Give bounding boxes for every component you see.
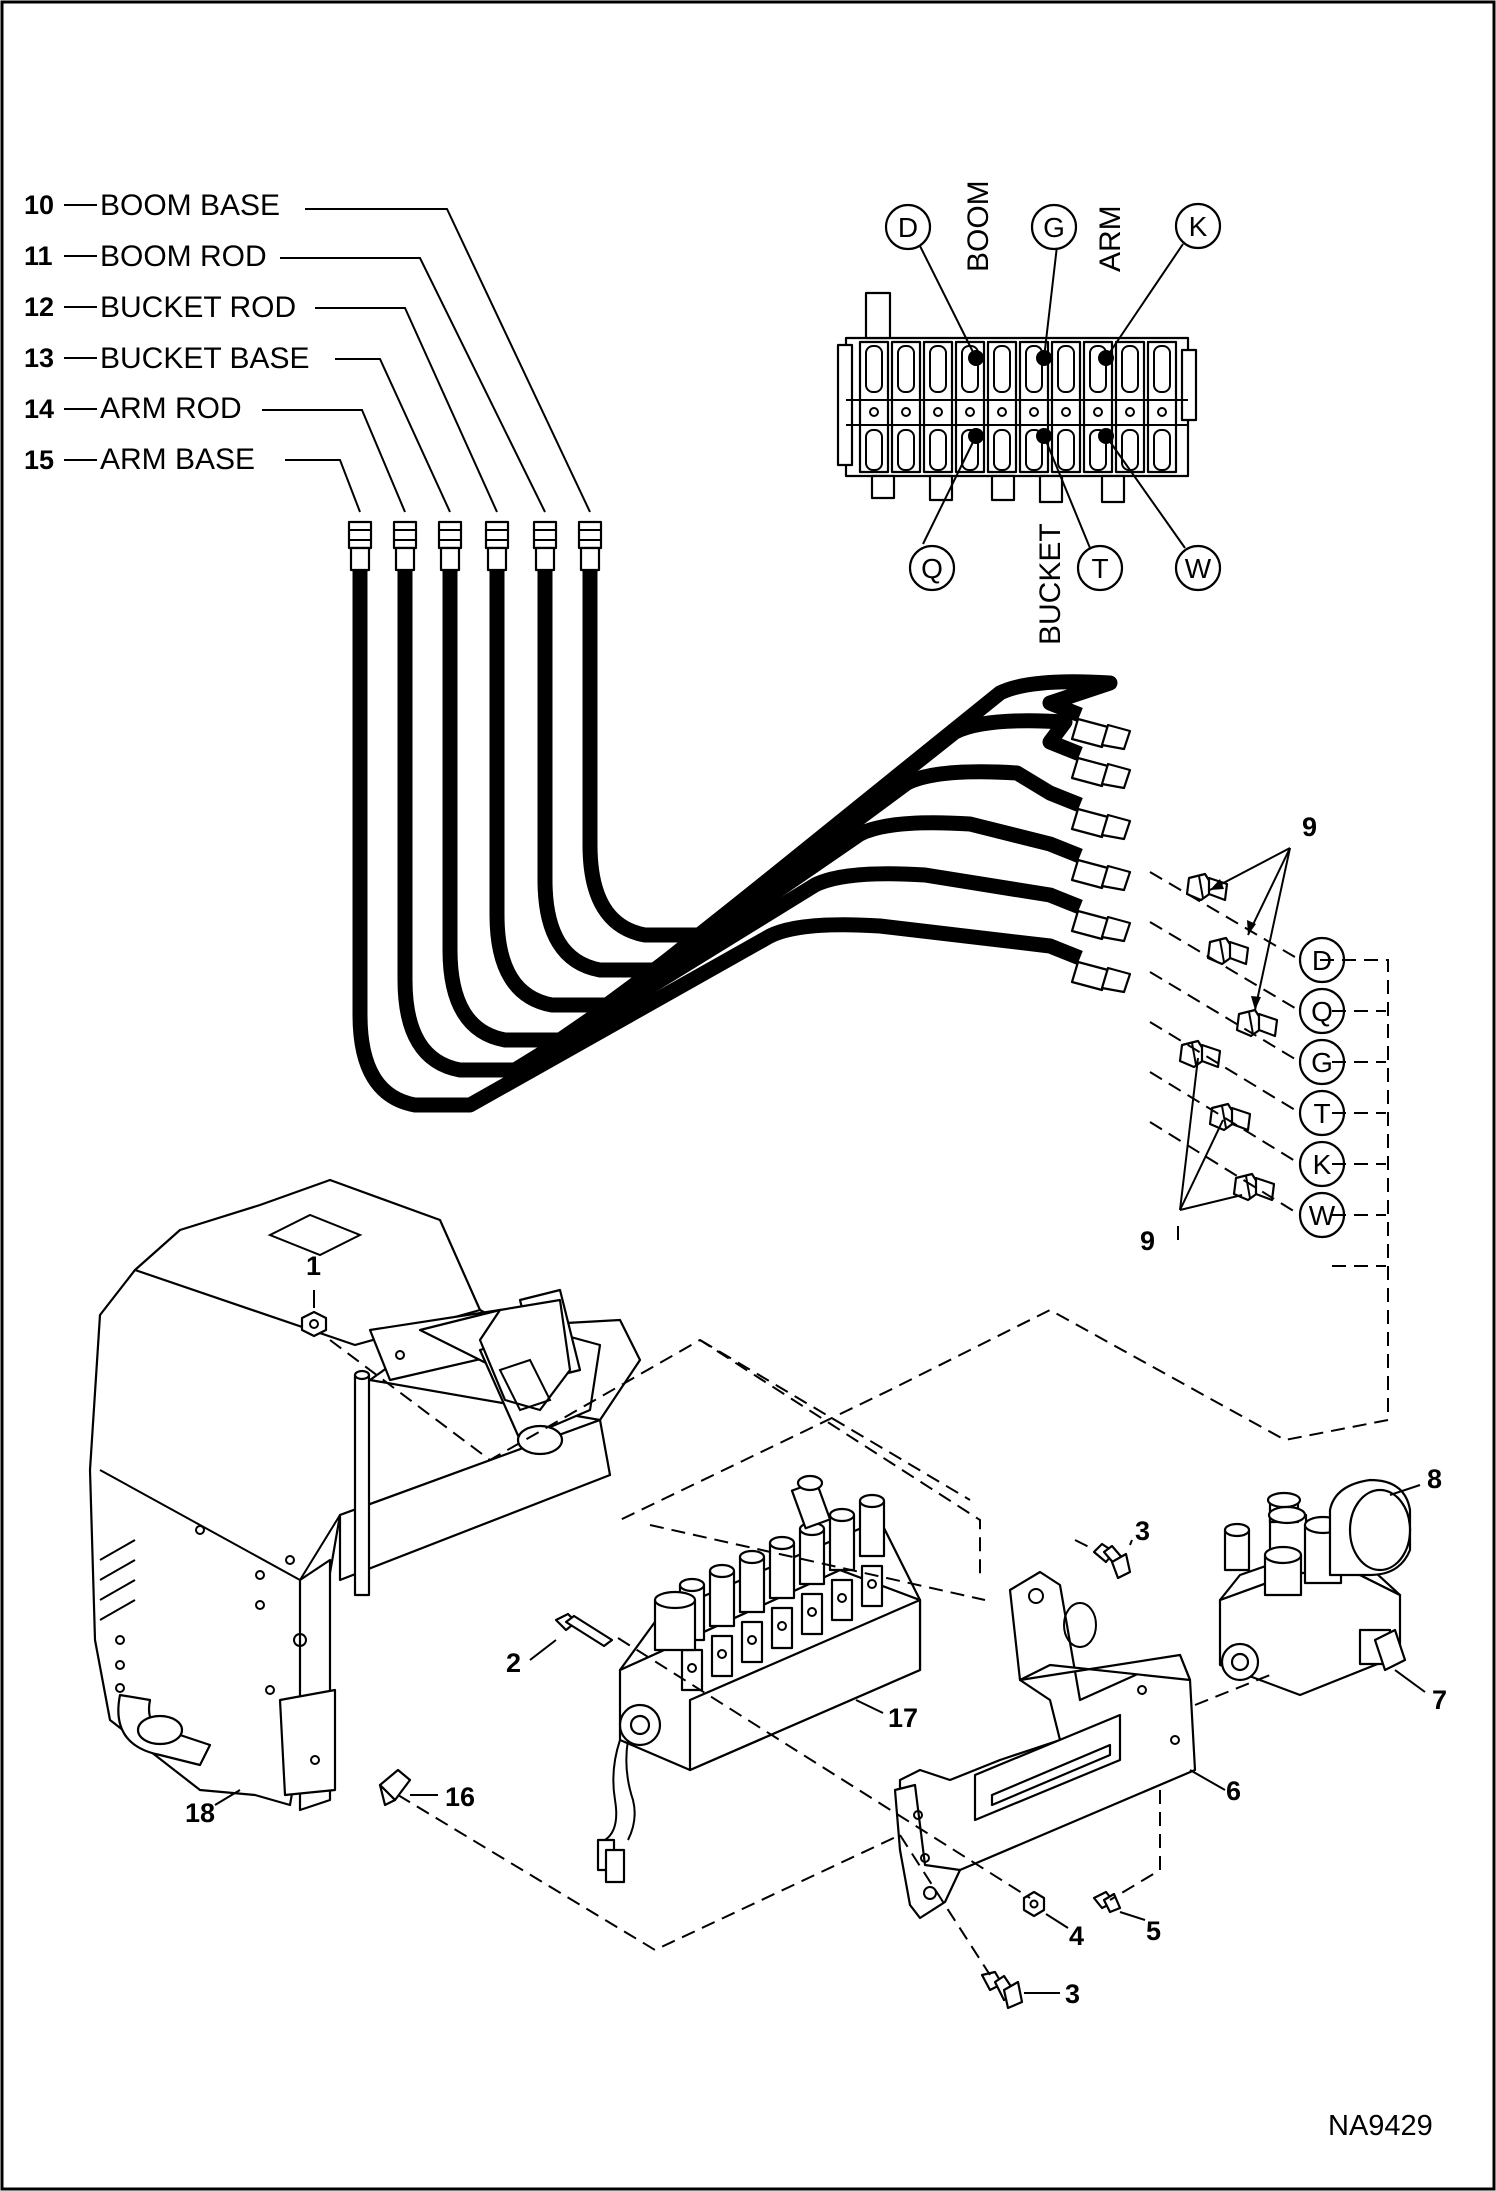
hose-callouts: 10 BOOM BASE 11 BOOM ROD 12 BUCKET ROD 1… [24, 189, 591, 513]
callout-label: BOOM ROD [100, 240, 267, 273]
port-letter: Q [1311, 996, 1333, 1027]
mounting-bracket-part-6: 6 [893, 1570, 1241, 1920]
fitting-callout-top: 9 [1209, 812, 1317, 1011]
section-label-arm: ARM [1094, 205, 1127, 272]
nut-part-4: 4 [1022, 1890, 1084, 1951]
svg-text:D: D [898, 212, 918, 243]
hose-end-port-callout: D [1149, 871, 1346, 984]
callout-label: ARM ROD [100, 392, 242, 425]
fitting-callout-bottom: 9 [1140, 1057, 1243, 1256]
port-letter: K [1313, 1149, 1332, 1180]
part-callout-8: 8 [1427, 1464, 1442, 1494]
part-callout-17: 17 [888, 1703, 918, 1733]
hose [392, 520, 1132, 1078]
callout-10-boom-base: 10 BOOM BASE [24, 189, 591, 513]
port-letter: T [1313, 1098, 1330, 1129]
callout-number: 11 [24, 241, 53, 271]
elbow-fitting [1178, 1039, 1222, 1069]
bolt-part-3-upper: 3 [1092, 1516, 1150, 1580]
hose [484, 520, 1132, 1013]
port-callout-t: T [1076, 544, 1124, 592]
hose [347, 520, 1132, 1113]
elbow-fitting [1206, 936, 1250, 966]
elbow-fittings [1178, 872, 1279, 1202]
bolt-part-2: 2 [506, 1612, 614, 1678]
hose [437, 520, 1132, 1048]
control-valve-port-view: D G K Q T W BOOM ARM BUCKET [836, 180, 1222, 645]
callout-14-arm-rod: 14 ARM ROD [24, 392, 406, 513]
callout-label: ARM BASE [100, 443, 255, 476]
callout-number: 13 [24, 343, 54, 373]
fitting-callout-number: 9 [1140, 1226, 1155, 1256]
part-callout-2: 2 [506, 1648, 521, 1678]
part-callout-3-upper: 3 [1135, 1516, 1150, 1546]
hose-end-port-callout: G [1149, 971, 1346, 1086]
hydraulic-hoses [347, 520, 1132, 1113]
section-label-bucket: BUCKET [1034, 523, 1067, 645]
callout-number: 14 [24, 394, 54, 424]
callout-number: 15 [24, 445, 54, 475]
callout-label: BUCKET ROD [100, 291, 296, 324]
part-callout-7: 7 [1432, 1685, 1447, 1715]
hose-end-port-callout: W [1149, 1121, 1346, 1239]
port-callout-d: D [884, 203, 932, 251]
callout-number: 12 [24, 292, 54, 322]
hose-end-port-callout: T [1149, 1021, 1346, 1137]
elbow-fitting [1232, 1172, 1276, 1202]
callout-12-bucket-rod: 12 BUCKET ROD [24, 291, 498, 513]
bolt-part-5: 5 [1092, 1890, 1161, 1946]
callout-label: BUCKET BASE [100, 342, 310, 375]
section-label-boom: BOOM [962, 180, 995, 272]
svg-text:G: G [1043, 212, 1065, 243]
callout-13-bucket-base: 13 BUCKET BASE [24, 342, 451, 513]
port-callout-g: G [1030, 203, 1078, 251]
bolt-part-3-lower: 3 [980, 1970, 1080, 2010]
part-callout-6: 6 [1226, 1776, 1241, 1806]
hose [532, 520, 1132, 978]
drawing-number: NA9429 [1328, 2110, 1433, 2142]
callout-11-boom-rod: 11 BOOM ROD [24, 240, 546, 513]
fitting-callout-number: 9 [1302, 812, 1317, 842]
assembly-leader-lines [329, 959, 1389, 1976]
port-callout-q: Q [908, 544, 956, 592]
callout-number: 10 [24, 190, 54, 220]
part-callout-18: 18 [185, 1798, 215, 1828]
callout-15-arm-base: 15 ARM BASE [24, 443, 361, 513]
clip-part-16: 16 [378, 1768, 475, 1812]
accumulator-part-8: 8 [1328, 1464, 1442, 1577]
elbow-fitting [1235, 1008, 1279, 1038]
part-callout-3-lower: 3 [1065, 1979, 1080, 2009]
nut-part-1: 1 [300, 1251, 328, 1338]
svg-text:T: T [1091, 553, 1108, 584]
hose [577, 520, 1132, 943]
svg-text:W: W [1185, 553, 1212, 584]
port-callout-w: W [1174, 544, 1222, 592]
port-letter: G [1311, 1047, 1333, 1078]
control-valve-part-17: 17 [596, 1474, 922, 1884]
part-callout-5: 5 [1146, 1916, 1161, 1946]
part-callout-4: 4 [1069, 1921, 1084, 1951]
hose-end-port-callout: Q [1149, 921, 1346, 1035]
port-letter: W [1309, 1200, 1336, 1231]
machine-frame-part-18: 18 [88, 1178, 642, 1828]
elbow-fitting [1208, 1102, 1252, 1132]
svg-text:K: K [1189, 211, 1208, 242]
part-callout-1: 1 [306, 1251, 321, 1281]
svg-text:Q: Q [921, 553, 943, 584]
port-callout-k: K [1174, 202, 1222, 250]
part-callout-16: 16 [445, 1782, 475, 1812]
callout-label: BOOM BASE [100, 189, 280, 222]
